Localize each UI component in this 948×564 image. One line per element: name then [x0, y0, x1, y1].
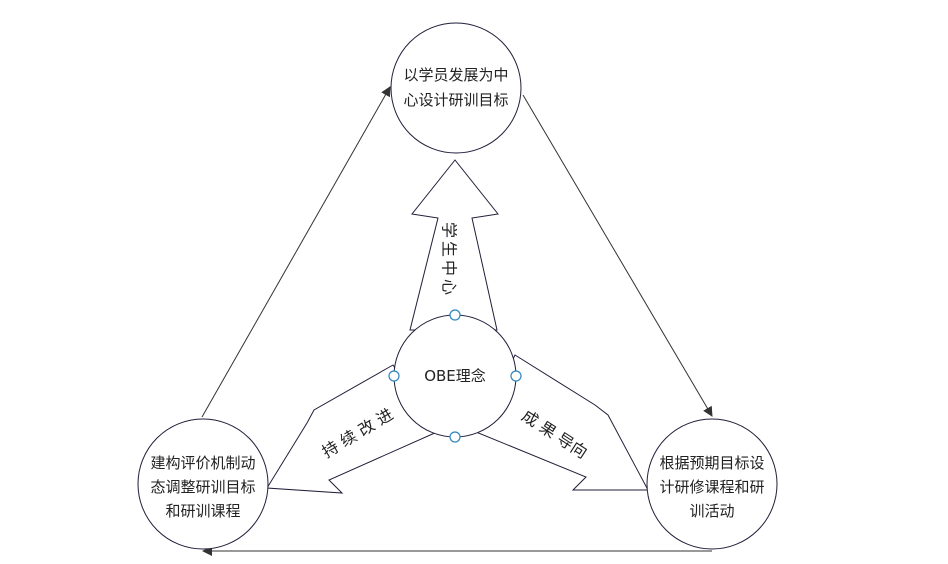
handle-top[interactable]	[449, 309, 461, 321]
handle-left[interactable]	[388, 370, 400, 382]
handle-bottom[interactable]	[449, 431, 461, 443]
connector-left-to-top	[201, 86, 391, 418]
node-right-line3: 训活动	[689, 502, 734, 520]
node-right-line2: 计研修课程和研	[659, 478, 764, 496]
node-left-circle	[137, 418, 269, 550]
connector-top-to-right	[522, 94, 713, 417]
center-label: OBE理念	[424, 367, 486, 385]
handle-right[interactable]	[510, 370, 522, 382]
node-right-line1: 根据预期目标设	[659, 454, 764, 472]
node-left-line2: 态调整研训目标	[150, 478, 255, 496]
node-top-line2: 心设计研训目标	[403, 91, 508, 109]
fat-arrow-right	[475, 354, 649, 491]
node-left-line3: 和研训课程	[165, 502, 240, 520]
node-top-line1: 以学员发展为中	[403, 66, 508, 84]
node-left-line1: 建构评价机制动	[150, 454, 255, 472]
node-right-circle	[646, 418, 778, 550]
fat-arrow-left	[266, 364, 438, 494]
arrow-up-label: 学生中心	[440, 222, 459, 298]
fat-arrow-up	[409, 159, 499, 331]
node-top-circle	[390, 22, 522, 154]
